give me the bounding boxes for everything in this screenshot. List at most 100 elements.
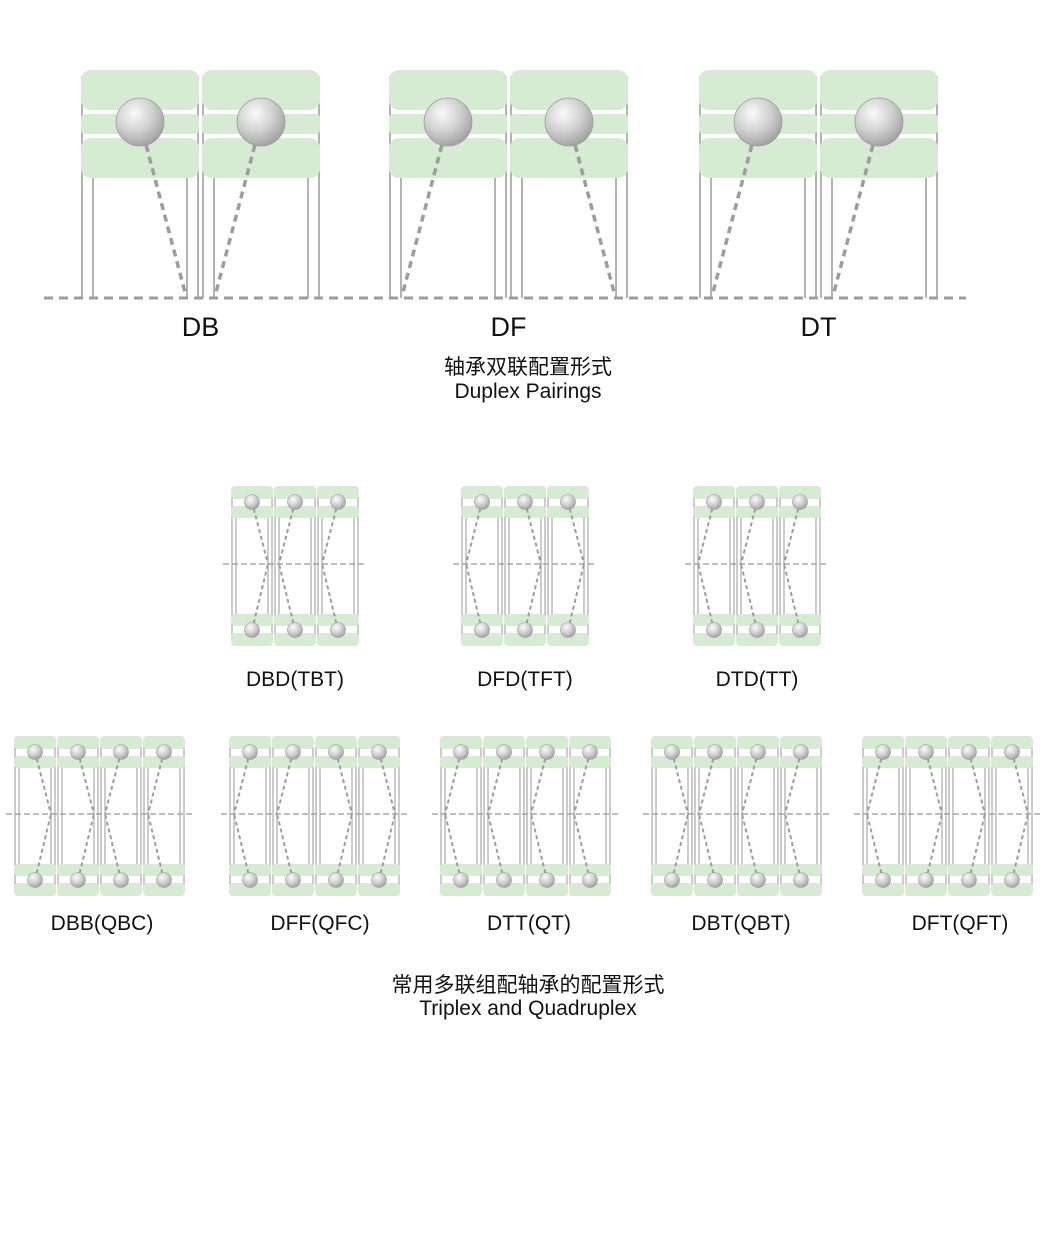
duplex-label: DF <box>491 312 527 342</box>
outer-ring-bottom <box>526 883 568 896</box>
bearing-unit <box>651 736 693 896</box>
ball <box>854 97 904 147</box>
inner-ring <box>389 138 507 178</box>
inner-ring-bottom <box>272 864 314 876</box>
outer-ring-top <box>272 736 314 749</box>
ball <box>423 97 473 147</box>
outer-ring <box>699 70 817 110</box>
outer-ring-bottom <box>143 883 185 896</box>
ball-top <box>582 744 598 760</box>
outer-ring-bottom <box>736 633 778 646</box>
ball-top <box>242 744 258 760</box>
outer-ring-top <box>651 736 693 749</box>
outer-ring-bottom <box>14 883 56 896</box>
outer-ring-bottom <box>651 883 693 896</box>
bearing-unit <box>81 70 199 298</box>
contact-angle-line-top <box>444 751 462 815</box>
outer-ring-bottom <box>991 883 1033 896</box>
outer-ring-bottom <box>905 883 947 896</box>
ball-top <box>27 744 43 760</box>
ball-bottom <box>371 872 387 888</box>
contact-angle-line-top <box>866 751 884 815</box>
ball-bottom <box>707 872 723 888</box>
ball-bottom <box>664 872 680 888</box>
duplex-config-dt: DT <box>699 70 938 342</box>
inner-ring-bottom <box>526 864 568 876</box>
outer-ring-top <box>737 736 779 749</box>
bearing-unit <box>991 736 1033 896</box>
outer-ring-bottom <box>569 883 611 896</box>
contact-angle-line-top <box>567 501 585 565</box>
bearing-unit <box>694 736 736 896</box>
contact-angle-line-bottom <box>671 813 689 881</box>
ball-top <box>539 744 555 760</box>
inner-ring <box>202 138 320 178</box>
inner-ring-bottom <box>737 864 779 876</box>
bearing-unit <box>202 70 320 298</box>
inner-ring-bottom <box>905 864 947 876</box>
outer-ring-top <box>231 486 273 499</box>
bearing-unit <box>231 486 273 646</box>
bearing-unit <box>57 736 99 896</box>
inner-ring-top <box>272 756 314 768</box>
contact-angle-line-top <box>530 751 548 815</box>
inner-ring <box>510 138 628 178</box>
ball-bottom <box>156 872 172 888</box>
ball-top <box>792 494 808 510</box>
inner-ring-bottom <box>317 614 359 626</box>
ball-top <box>244 494 260 510</box>
multiplex-label: DBB(QBC) <box>51 912 154 935</box>
outer-ring-top <box>229 736 271 749</box>
inner-ring-bottom <box>504 614 546 626</box>
ball-bottom <box>961 872 977 888</box>
contact-angle-line <box>400 121 450 297</box>
outer-ring-bottom <box>780 883 822 896</box>
ball-top <box>496 744 512 760</box>
contact-angle-line <box>567 121 617 297</box>
bearing-unit <box>779 486 821 646</box>
bearing-unit <box>461 486 503 646</box>
bearing-unit <box>948 736 990 896</box>
contact-angle-line-top <box>487 751 505 815</box>
outer-ring-top <box>483 736 525 749</box>
inner-ring-bottom <box>569 864 611 876</box>
bearing-unit <box>862 736 904 896</box>
bearing-unit <box>737 736 779 896</box>
outer-ring-bottom <box>862 883 904 896</box>
inner-ring-top <box>317 506 359 518</box>
outer-ring-top <box>100 736 142 749</box>
ball-bottom <box>750 872 766 888</box>
outer-ring-top <box>693 486 735 499</box>
bearing-unit <box>569 736 611 896</box>
contact-angle-line-top <box>524 501 542 565</box>
outer-ring-top <box>317 486 359 499</box>
duplex-caption-en: Duplex Pairings <box>454 380 601 403</box>
multiplex-config-dff: DFF(QFC) <box>221 736 408 935</box>
inner-ring-bottom <box>547 614 589 626</box>
multiplex-label: DTT(QT) <box>487 912 571 935</box>
inner-ring <box>699 138 817 178</box>
bearing-unit <box>504 486 546 646</box>
inner-ring-top <box>991 756 1033 768</box>
contact-angle-line-bottom <box>335 813 353 881</box>
outer-ring-top <box>315 736 357 749</box>
ball-bottom <box>27 872 43 888</box>
outer-ring-top <box>905 736 947 749</box>
bearing-unit <box>547 486 589 646</box>
multiplex-config-dbb: DBB(QBC) <box>6 736 193 935</box>
outer-ring-top <box>440 736 482 749</box>
multiplex-label: DBT(QBT) <box>691 912 790 935</box>
contact-angle-line-top <box>378 751 396 815</box>
multiplex-label: DBD(TBT) <box>246 668 344 691</box>
contact-angle-line-bottom <box>276 813 294 881</box>
duplex-label: DB <box>182 312 220 342</box>
inner-ring-bottom <box>274 614 316 626</box>
bearing-unit <box>274 486 316 646</box>
inner-ring-bottom <box>461 614 503 626</box>
outer-ring-bottom <box>694 883 736 896</box>
outer-ring <box>389 70 507 110</box>
inner-ring-bottom <box>651 864 693 876</box>
contact-angle-line-bottom <box>147 813 165 881</box>
multiplex-caption-zh: 常用多联组配轴承的配置形式 <box>392 973 665 997</box>
contact-angle-line-top <box>321 501 339 565</box>
